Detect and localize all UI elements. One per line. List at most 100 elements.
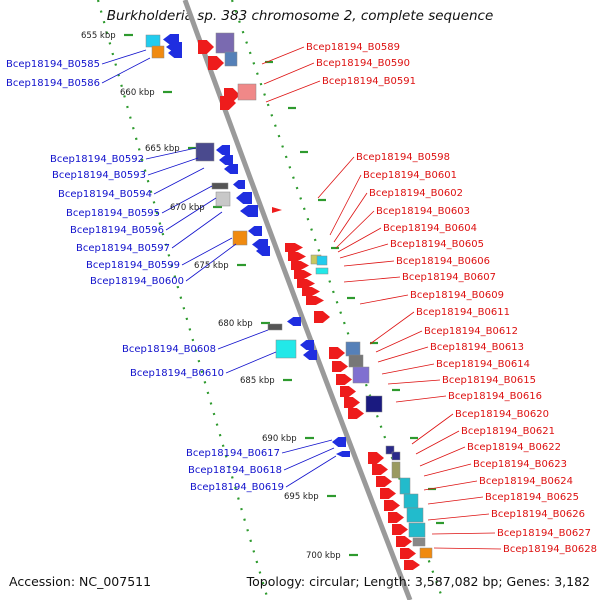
reverse-gene-label[interactable]: Bcep18194_B0626: [491, 509, 585, 520]
gene-block[interactable]: [215, 32, 235, 54]
reverse-gene-label[interactable]: Bcep18194_B0628: [503, 544, 597, 555]
reverse-gene-arrow[interactable]: [288, 252, 306, 261]
reverse-gene-arrow[interactable]: [198, 40, 214, 54]
reverse-gene-label[interactable]: Bcep18194_B0623: [473, 459, 567, 470]
forward-gene-label[interactable]: Bcep18194_B0618: [188, 465, 282, 476]
gene-block[interactable]: [391, 451, 401, 461]
reverse-gene-arrow[interactable]: [285, 243, 303, 252]
reverse-gene-label[interactable]: Bcep18194_B0603: [376, 206, 470, 217]
forward-gene-label[interactable]: Bcep18194_B0599: [86, 260, 180, 271]
forward-gene-label[interactable]: Bcep18194_B0586: [6, 78, 100, 89]
forward-gene-arrow[interactable]: [336, 451, 350, 457]
gene-block[interactable]: [365, 395, 383, 413]
gene-block[interactable]: [352, 366, 370, 384]
forward-gene-arrow[interactable]: [300, 340, 314, 350]
gene-block[interactable]: [145, 34, 161, 48]
reverse-gene-label[interactable]: Bcep18194_B0606: [396, 256, 490, 267]
forward-gene-arrow[interactable]: [168, 48, 182, 58]
forward-gene-label[interactable]: Bcep18194_B0617: [186, 448, 280, 459]
reverse-gene-label[interactable]: Bcep18194_B0591: [322, 76, 416, 87]
gene-block[interactable]: [316, 255, 328, 266]
gene-block[interactable]: [232, 230, 248, 246]
reverse-gene-arrow[interactable]: [291, 261, 309, 270]
forward-gene-arrow[interactable]: [240, 205, 258, 217]
reverse-gene-arrow[interactable]: [396, 536, 412, 547]
reverse-gene-label[interactable]: Bcep18194_B0605: [390, 239, 484, 250]
reverse-gene-label[interactable]: Bcep18194_B0598: [356, 152, 450, 163]
forward-gene-label[interactable]: Bcep18194_B0608: [122, 344, 216, 355]
forward-gene-arrow[interactable]: [216, 145, 230, 155]
reverse-gene-label[interactable]: Bcep18194_B0590: [316, 58, 410, 69]
reverse-gene-label[interactable]: Bcep18194_B0602: [369, 188, 463, 199]
reverse-gene-arrow[interactable]: [332, 361, 348, 372]
reverse-gene-label[interactable]: Bcep18194_B0620: [455, 409, 549, 420]
gene-block[interactable]: [385, 445, 395, 455]
gene-block[interactable]: [315, 267, 329, 275]
reverse-gene-arrow[interactable]: [302, 287, 320, 296]
gene-block[interactable]: [408, 522, 426, 538]
reverse-gene-label[interactable]: Bcep18194_B0621: [461, 426, 555, 437]
reverse-gene-label[interactable]: Bcep18194_B0624: [479, 476, 573, 487]
reverse-gene-arrow[interactable]: [220, 96, 236, 110]
reverse-gene-arrow[interactable]: [208, 56, 224, 70]
reverse-gene-arrow[interactable]: [404, 560, 420, 570]
gene-block[interactable]: [224, 51, 238, 67]
reverse-gene-arrow[interactable]: [329, 347, 345, 359]
gene-block[interactable]: [345, 341, 361, 357]
reverse-gene-arrow[interactable]: [314, 311, 330, 323]
reverse-gene-arrow[interactable]: [392, 524, 408, 535]
forward-gene-label[interactable]: Bcep18194_B0610: [130, 368, 224, 379]
reverse-gene-label[interactable]: Bcep18194_B0627: [497, 528, 591, 539]
reverse-gene-label[interactable]: Bcep18194_B0615: [442, 375, 536, 386]
gene-block[interactable]: [412, 537, 426, 547]
gene-block[interactable]: [399, 477, 411, 495]
gene-block[interactable]: [237, 83, 257, 101]
gene-block[interactable]: [391, 461, 401, 479]
forward-gene-label[interactable]: Bcep18194_B0619: [190, 482, 284, 493]
gene-block[interactable]: [419, 547, 433, 559]
reverse-gene-label[interactable]: Bcep18194_B0589: [306, 42, 400, 53]
reverse-gene-label[interactable]: Bcep18194_B0612: [424, 326, 518, 337]
reverse-gene-label[interactable]: Bcep18194_B0609: [410, 290, 504, 301]
reverse-gene-arrow[interactable]: [388, 512, 404, 523]
reverse-gene-arrow[interactable]: [376, 476, 392, 487]
gene-block[interactable]: [195, 142, 215, 162]
forward-gene-label[interactable]: Bcep18194_B0597: [76, 243, 170, 254]
forward-gene-arrow[interactable]: [236, 192, 252, 204]
reverse-gene-label[interactable]: Bcep18194_B0613: [430, 342, 524, 353]
reverse-gene-label[interactable]: Bcep18194_B0614: [436, 359, 530, 370]
forward-gene-label[interactable]: Bcep18194_B0595: [66, 208, 160, 219]
gene-block[interactable]: [215, 191, 231, 207]
forward-gene-label[interactable]: Bcep18194_B0594: [58, 189, 152, 200]
reverse-gene-label[interactable]: Bcep18194_B0622: [467, 442, 561, 453]
reverse-gene-arrow[interactable]: [384, 500, 400, 511]
reverse-gene-arrow[interactable]: [380, 488, 396, 499]
gene-block[interactable]: [211, 182, 229, 190]
reverse-gene-label[interactable]: Bcep18194_B0625: [485, 492, 579, 503]
forward-gene-arrow[interactable]: [256, 246, 270, 256]
gene-block[interactable]: [267, 323, 283, 331]
reverse-gene-arrow[interactable]: [297, 279, 315, 288]
forward-gene-label[interactable]: Bcep18194_B0585: [6, 59, 100, 70]
reverse-gene-arrow[interactable]: [344, 397, 360, 408]
forward-gene-arrow[interactable]: [219, 155, 233, 165]
reverse-gene-arrow[interactable]: [372, 464, 388, 475]
forward-gene-arrow[interactable]: [287, 317, 301, 326]
forward-gene-arrow[interactable]: [248, 226, 262, 236]
forward-gene-label[interactable]: Bcep18194_B0592: [50, 154, 144, 165]
reverse-gene-arrow[interactable]: [306, 296, 324, 305]
forward-gene-arrow[interactable]: [233, 180, 245, 189]
gene-block[interactable]: [151, 45, 165, 59]
reverse-gene-arrow[interactable]: [294, 270, 312, 279]
forward-gene-arrow[interactable]: [332, 437, 346, 447]
reverse-gene-arrow[interactable]: [348, 408, 364, 419]
forward-gene-label[interactable]: Bcep18194_B0593: [52, 170, 146, 181]
gene-block[interactable]: [403, 493, 419, 509]
forward-gene-label[interactable]: Bcep18194_B0600: [90, 276, 184, 287]
reverse-gene-arrow[interactable]: [336, 374, 352, 385]
reverse-gene-arrow[interactable]: [340, 386, 356, 397]
reverse-gene-label[interactable]: Bcep18194_B0611: [416, 307, 510, 318]
reverse-gene-label[interactable]: Bcep18194_B0604: [383, 223, 477, 234]
forward-gene-arrow[interactable]: [303, 350, 317, 360]
reverse-gene-arrow[interactable]: [272, 207, 282, 213]
